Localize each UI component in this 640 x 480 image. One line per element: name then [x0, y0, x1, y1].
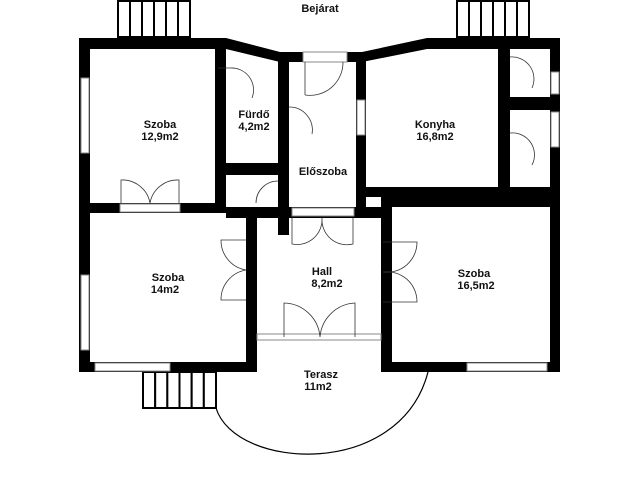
stair-step: [480, 0, 494, 38]
stair-step: [504, 0, 518, 38]
stair-step: [177, 0, 191, 38]
stair-step: [153, 0, 167, 38]
stairs-top-right: [456, 0, 530, 38]
stair-step: [492, 0, 506, 38]
stair-step: [165, 0, 179, 38]
stair-step: [178, 371, 193, 409]
room-furdo-area: 4,2m2: [238, 121, 269, 133]
stair-step: [516, 0, 530, 38]
stairs-top-left: [117, 0, 191, 38]
stair-step: [190, 371, 205, 409]
room-szoba1-name: Szoba: [144, 119, 177, 131]
room-szoba2-name: Szoba: [152, 272, 185, 284]
room-eloszoba-name: Előszoba: [299, 166, 348, 178]
stair-step: [142, 371, 157, 409]
stair-step: [129, 0, 143, 38]
room-terasz-name: Terasz: [304, 369, 339, 381]
stair-step: [166, 371, 181, 409]
stair-step: [202, 371, 217, 409]
room-szoba1-area: 12,9m2: [141, 131, 178, 143]
room-konyha-area: 16,8m2: [416, 131, 453, 143]
room-konyha-name: Konyha: [415, 119, 456, 131]
doors: [120, 56, 535, 338]
stairs-terrace: [142, 371, 217, 409]
room-hall-name: Hall: [312, 266, 332, 278]
stair-step: [468, 0, 482, 38]
room-hall-area: 8,2m2: [311, 278, 342, 290]
entrance-label: Bejárat: [301, 3, 339, 15]
stair-step: [141, 0, 155, 38]
room-szoba3-area: 16,5m2: [457, 280, 494, 292]
room-szoba3-name: Szoba: [458, 268, 491, 280]
room-szoba2-area: 14m2: [151, 284, 179, 296]
room-furdo-name: Fürdő: [238, 109, 269, 121]
stair-step: [154, 371, 169, 409]
stair-step: [456, 0, 470, 38]
room-terasz-area: 11m2: [304, 381, 332, 393]
windows: [80, 51, 560, 372]
terrace-outline: [215, 371, 429, 455]
stair-step: [117, 0, 131, 38]
